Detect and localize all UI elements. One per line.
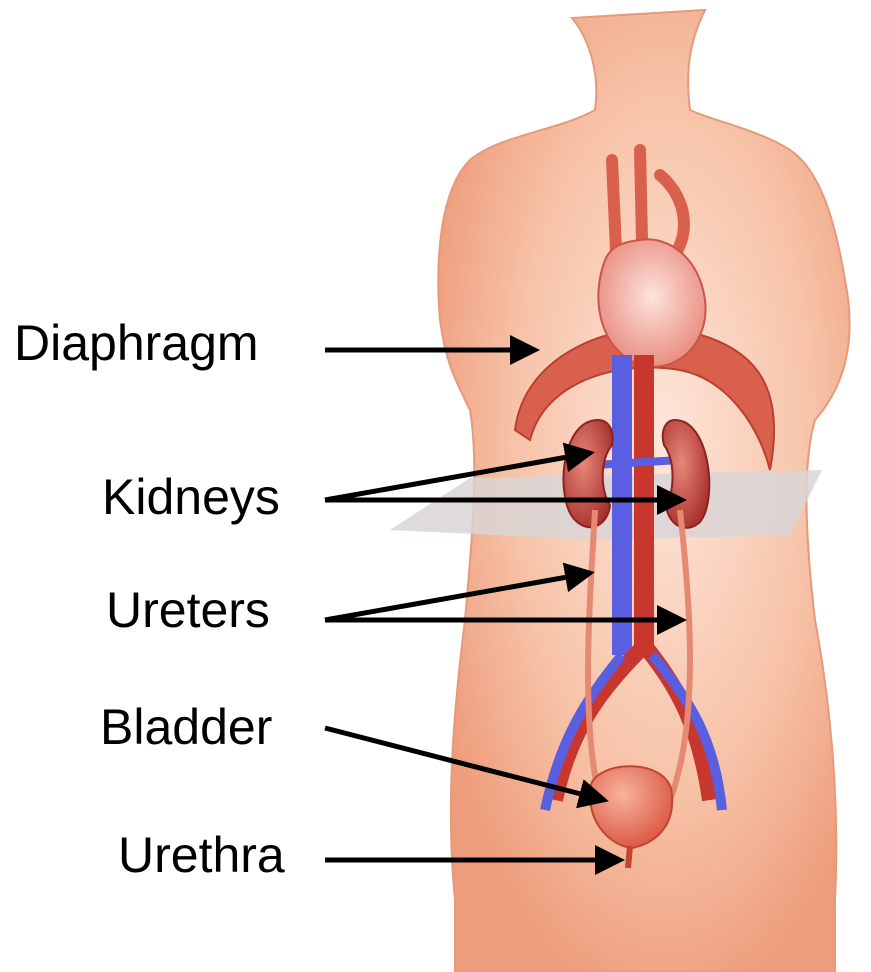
label-diaphragm: Diaphragm [14, 318, 259, 368]
label-kidneys: Kidneys [102, 472, 280, 522]
urethra [628, 846, 630, 868]
label-ureters: Ureters [106, 585, 270, 635]
renal-vessels [595, 460, 680, 465]
vena-cava [612, 355, 632, 655]
label-bladder: Bladder [100, 702, 272, 752]
aorta [634, 355, 654, 655]
label-urethra: Urethra [118, 830, 285, 880]
